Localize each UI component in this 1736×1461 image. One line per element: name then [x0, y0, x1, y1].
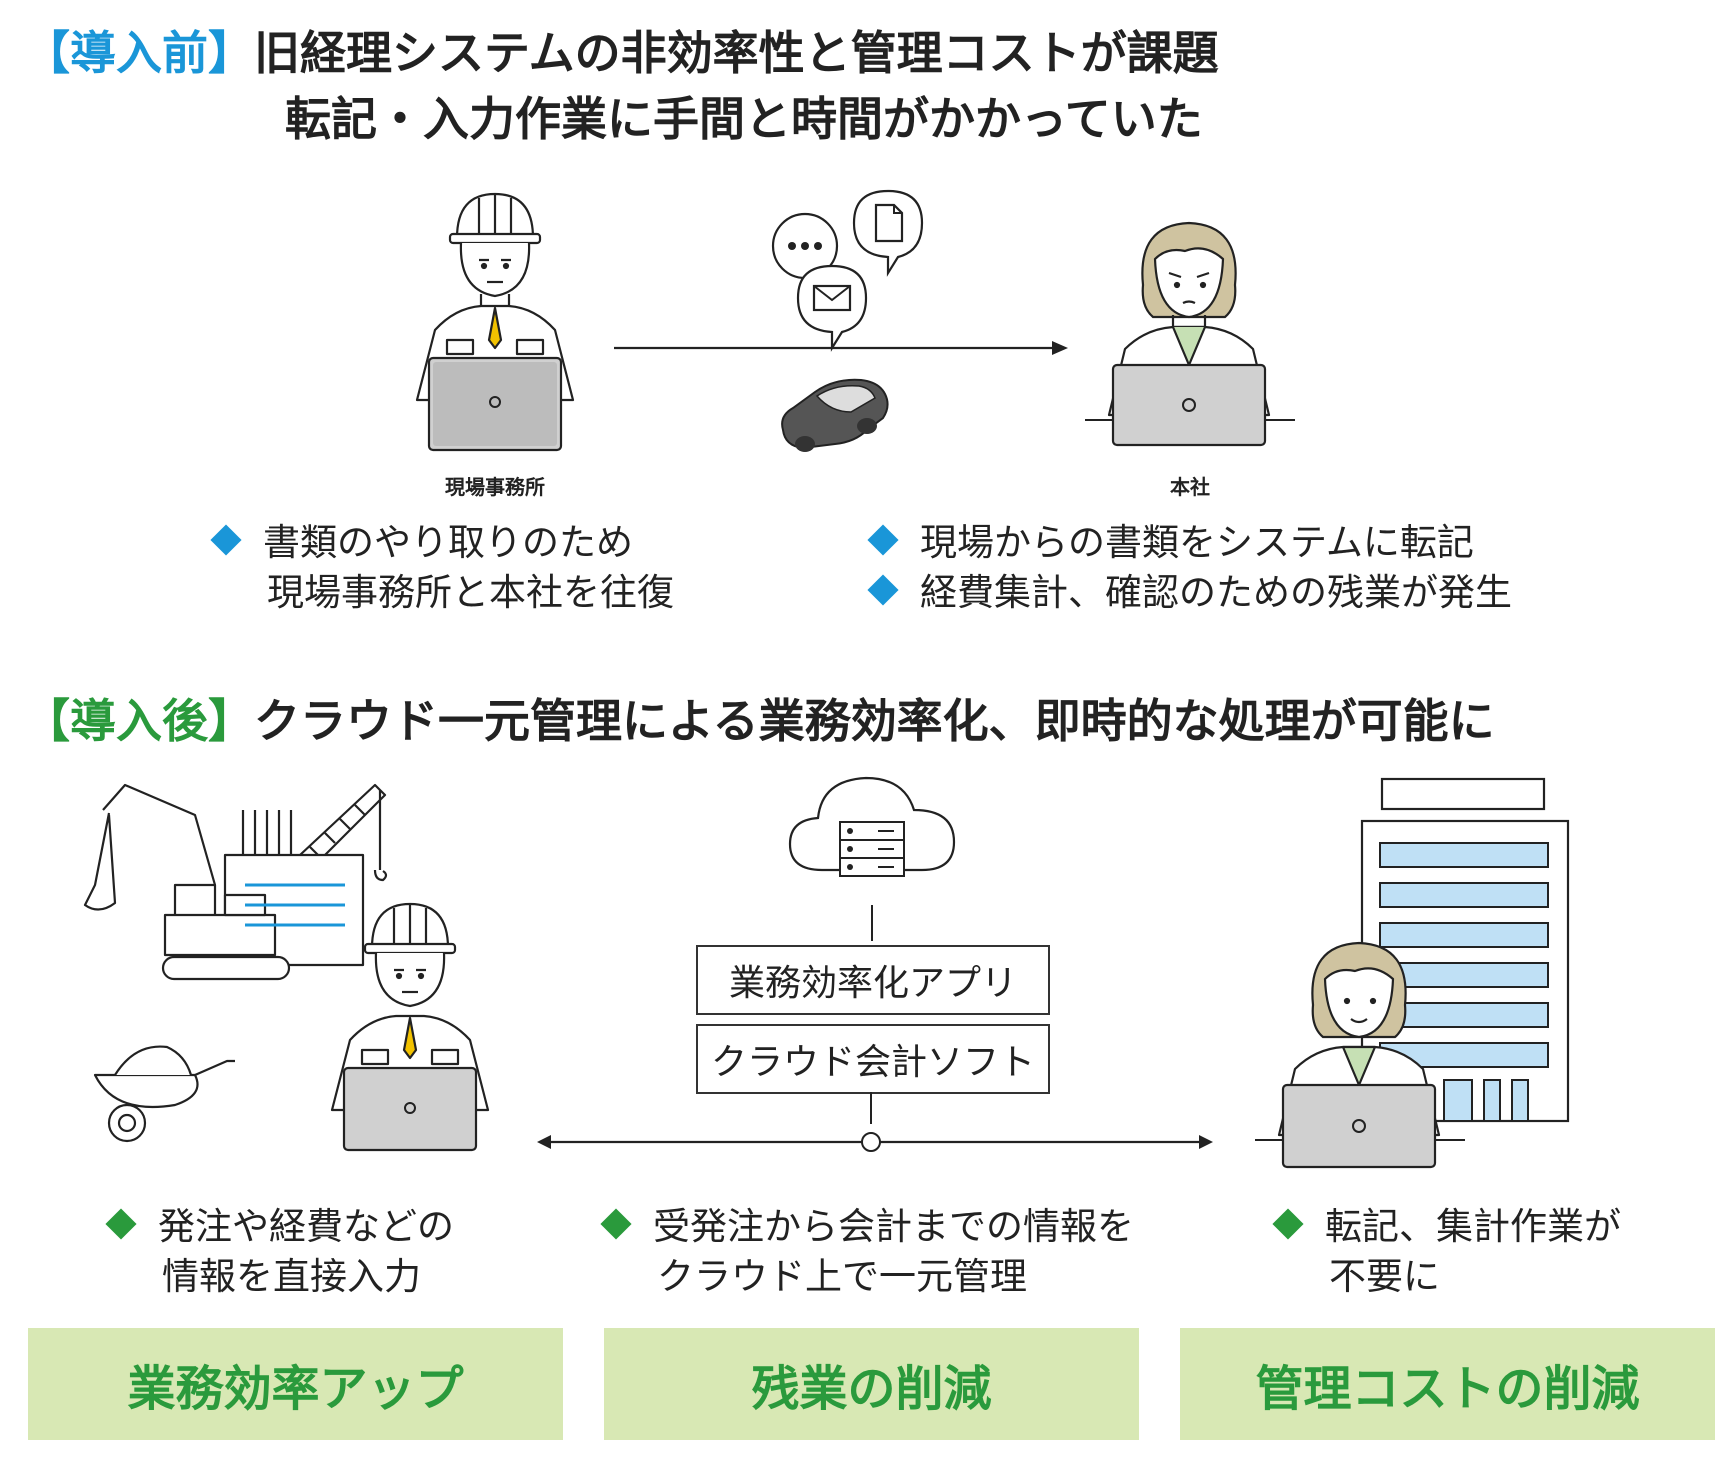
document-bubble-icon	[852, 189, 924, 277]
cloud-connector-line	[871, 905, 873, 941]
construction-site-illustration	[83, 783, 388, 1143]
before-left-bullets: 書類のやり取りのため 現場事務所と本社を往復	[210, 518, 674, 618]
diamond-bullet-icon	[210, 524, 242, 556]
app-box-efficiency: 業務効率化アプリ	[696, 945, 1050, 1015]
diamond-bullet-icon	[105, 1208, 137, 1240]
worker-laptop-illustration-after	[330, 902, 490, 1152]
bullet-text: 経費集計、確認のための残業が発生	[920, 571, 1512, 614]
before-right-caption: 本社	[1170, 475, 1210, 499]
car-icon	[781, 378, 889, 452]
bullet-item: 経費集計、確認のための残業が発生	[867, 568, 1512, 618]
diamond-bullet-icon	[867, 574, 899, 606]
after-bullets-right: 転記、集計作業が 不要に	[1272, 1202, 1621, 1302]
bullet-text-continued: クラウド上で一元管理	[657, 1255, 1027, 1298]
diamond-bullet-icon	[600, 1208, 632, 1240]
diamond-bullet-icon	[867, 524, 899, 556]
bullet-item: 書類のやり取りのため	[210, 518, 674, 568]
worker-laptop-illustration	[415, 192, 575, 452]
before-title-line1: 旧経理システムの非効率性と管理コストが課題	[254, 26, 1219, 80]
bullet-item: 転記、集計作業が	[1272, 1202, 1621, 1252]
after-tag: 【導入後】	[24, 694, 254, 748]
before-left-caption: 現場事務所	[445, 475, 545, 499]
after-title: クラウド一元管理による業務効率化、即時的な処理が可能に	[254, 694, 1495, 748]
diamond-bullet-icon	[1272, 1208, 1304, 1240]
after-heading: 【導入後】クラウド一元管理による業務効率化、即時的な処理が可能に	[24, 690, 1495, 752]
app-box-cloud-accounting: クラウド会計ソフト	[696, 1024, 1050, 1094]
mail-bubble-icon	[796, 264, 868, 352]
speech-bubble-dots-icon	[771, 212, 839, 280]
bullet-text: 受発注から会計までの情報を	[653, 1205, 1134, 1248]
bullet-text: 現場からの書類をシステムに転記	[920, 521, 1474, 564]
before-tag: 【導入前】	[24, 26, 254, 80]
bullet-item: 受発注から会計までの情報を	[600, 1202, 1134, 1252]
cloud-server-icon	[788, 776, 956, 877]
bullet-text: 書類のやり取りのため	[263, 521, 633, 564]
bullet-text: 発注や経費などの	[158, 1205, 454, 1248]
bullet-item: 発注や経費などの	[105, 1202, 454, 1252]
before-heading-line1: 【導入前】旧経理システムの非効率性と管理コストが課題	[24, 22, 1219, 84]
after-flow-arrow	[537, 1092, 1213, 1152]
before-right-bullets: 現場からの書類をシステムに転記 経費集計、確認のための残業が発生	[867, 518, 1512, 618]
bullet-item: 現場からの書類をシステムに転記	[867, 518, 1512, 568]
bullet-text-continued: 不要に	[1329, 1255, 1440, 1298]
bullet-text: 転記、集計作業が	[1325, 1205, 1621, 1248]
result-box-overtime: 残業の削減	[604, 1328, 1139, 1440]
result-box-cost: 管理コストの削減	[1180, 1328, 1715, 1440]
bullet-text-continued: 現場事務所と本社を往復	[267, 571, 674, 614]
office-worker-laptop-illustration	[1085, 221, 1295, 447]
result-box-efficiency: 業務効率アップ	[28, 1328, 563, 1440]
before-flow-arrow	[614, 341, 1068, 355]
after-bullets-center: 受発注から会計までの情報を クラウド上で一元管理	[600, 1202, 1134, 1302]
office-worker-smiling-illustration	[1255, 941, 1465, 1169]
after-bullets-left: 発注や経費などの 情報を直接入力	[105, 1202, 454, 1302]
before-title-line2: 転記・入力作業に手間と時間がかかっていた	[285, 92, 1203, 146]
bullet-text-continued: 情報を直接入力	[162, 1255, 421, 1298]
